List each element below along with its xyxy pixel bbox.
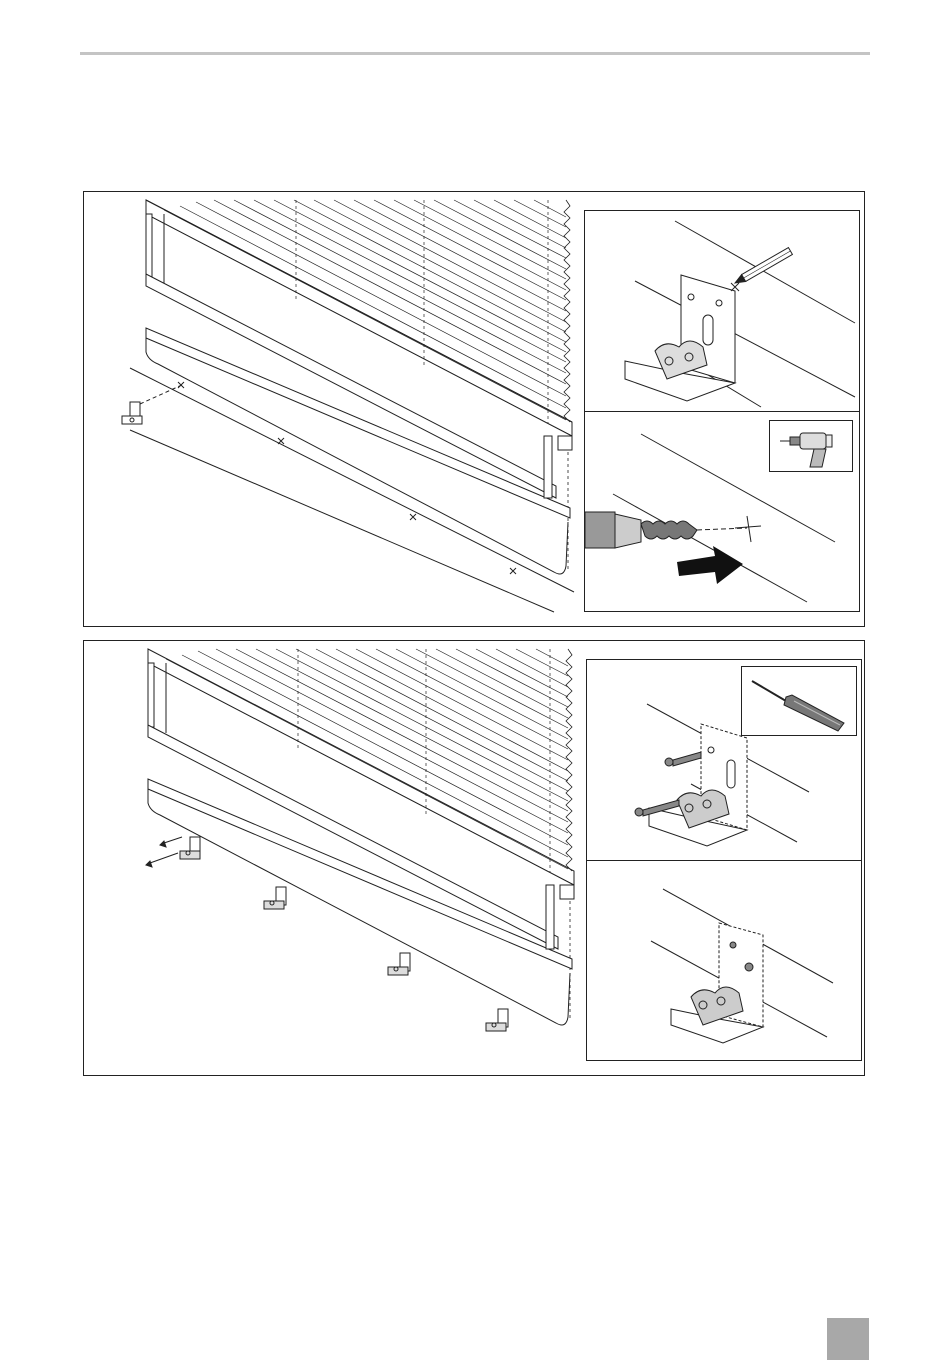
screwdriver-icon	[742, 667, 858, 737]
screwdriver-tool-frame	[741, 666, 857, 736]
direction-arrow-icon	[677, 546, 743, 584]
header-rule	[80, 52, 870, 55]
bracket-mounted-detail	[586, 860, 862, 1061]
figure-mark-and-drill	[83, 191, 865, 627]
drill-tool-frame	[769, 420, 853, 472]
page-number-badge	[827, 1318, 869, 1360]
drill-icon	[770, 421, 854, 473]
screw-icon	[146, 837, 182, 867]
mounting-bracket-icon	[180, 837, 200, 859]
figure-screw-brackets	[83, 640, 865, 1076]
mounting-bracket-icon	[122, 402, 142, 424]
blind-illustration-2	[84, 641, 586, 1075]
screw-bracket-detail	[586, 659, 862, 861]
drill-hole-detail	[584, 411, 860, 612]
blind-illustration-1	[84, 192, 584, 626]
pencil-icon	[733, 248, 792, 287]
mark-hole-detail	[584, 210, 860, 412]
